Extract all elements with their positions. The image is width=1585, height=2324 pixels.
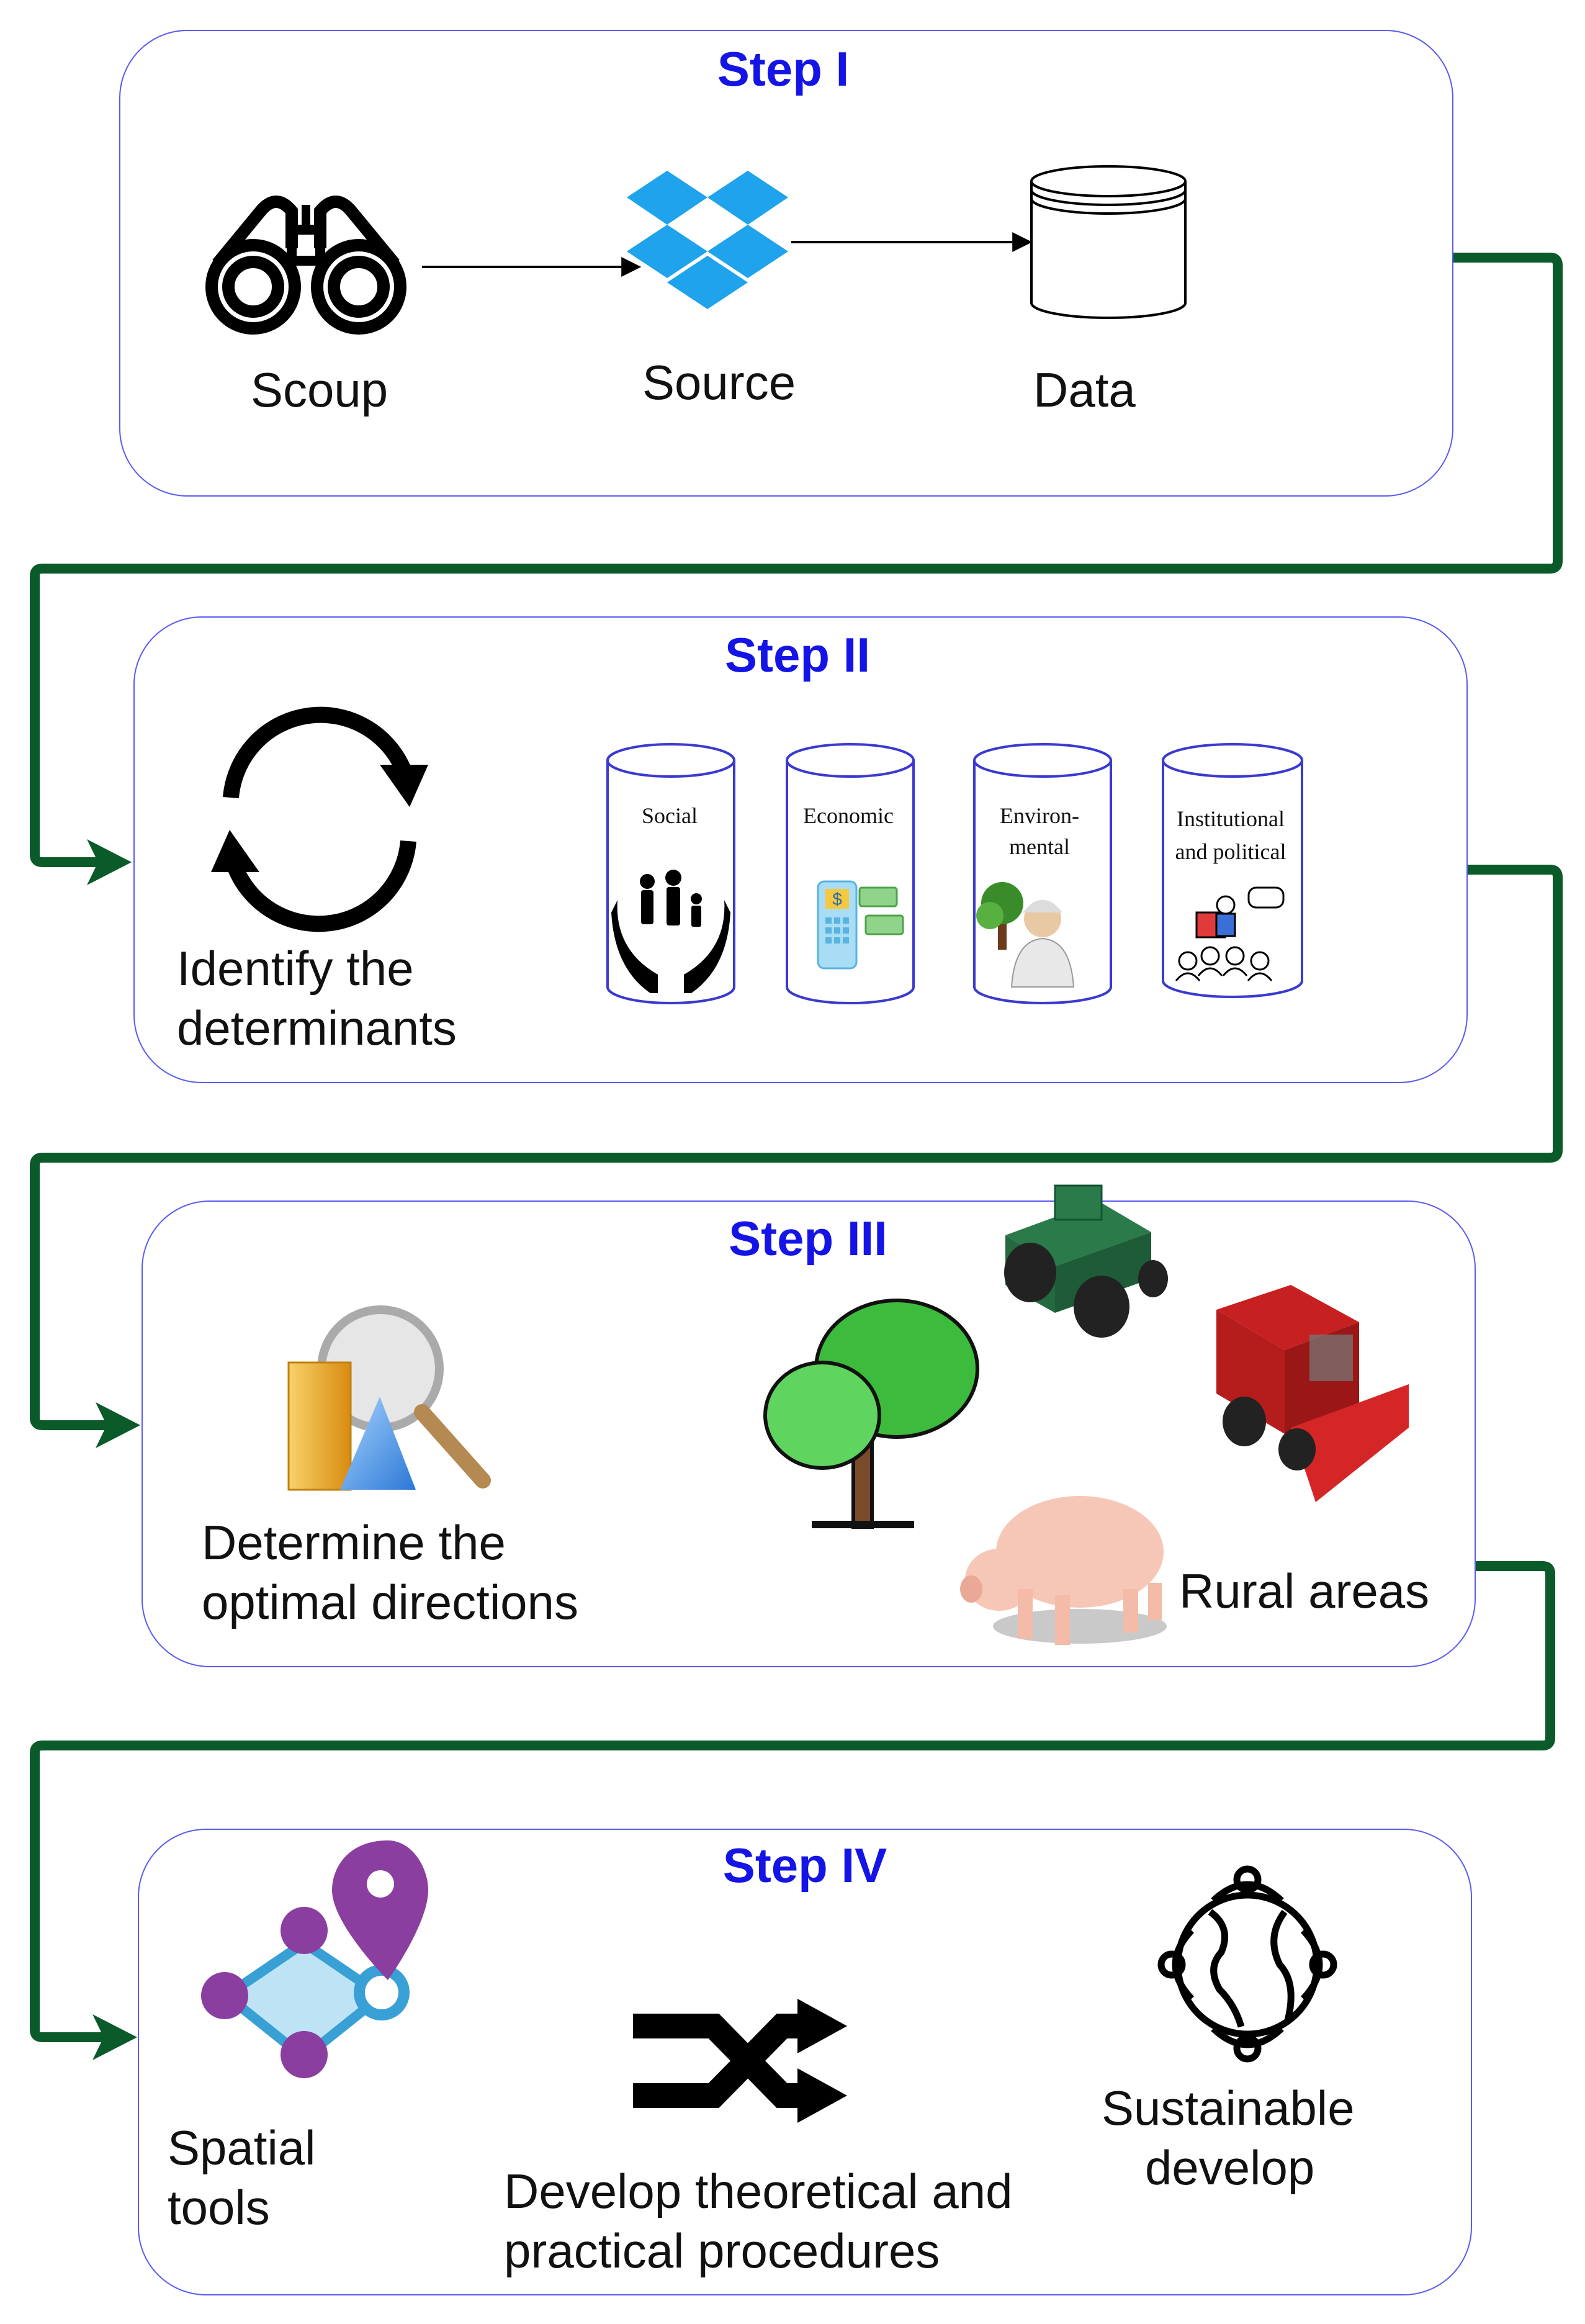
cylinder-social	[606, 743, 735, 1004]
connector-2-3	[30, 865, 1563, 1430]
speaker-audience-icon	[1175, 886, 1285, 981]
svg-text:$: $	[832, 890, 842, 909]
procedures-label-line2: practical procedures	[504, 2223, 940, 2278]
pig-icon	[960, 1496, 1167, 1645]
database-icon	[1030, 165, 1187, 319]
refresh-arrowhead-top	[380, 765, 428, 807]
combine-harvester-icon	[1216, 1285, 1409, 1502]
shuffle-arrows-icon	[633, 2014, 810, 2108]
identify-label-line2: determinants	[177, 1001, 457, 1055]
refresh-cycle-icon	[223, 706, 416, 932]
payment-terminal-icon: $	[817, 880, 904, 970]
step-1-title: Step I	[717, 42, 850, 96]
connector-2-3-arrowhead	[96, 1402, 140, 1448]
binoculars-icon	[205, 196, 406, 335]
step-4-title: Step IV	[722, 1838, 887, 1893]
scoup-label: Scoup	[251, 363, 388, 417]
determine-label-line1: Determine the	[202, 1515, 506, 1570]
cylinder-economic-label: Economic	[803, 803, 894, 828]
shuffle-arrowhead-top	[797, 1999, 847, 2053]
map-pin-polygon-icon	[201, 1840, 428, 2078]
identify-label-line1: Identify the	[177, 941, 414, 996]
cylinder-institutional-label-line1: Institutional	[1177, 806, 1285, 831]
source-label: Source	[642, 355, 796, 410]
tractor-icon	[1004, 1184, 1168, 1338]
refresh-arrowhead-bottom	[211, 830, 259, 872]
shuffle-arrowhead-bottom	[797, 2068, 847, 2123]
procedures-label-line1: Develop theoretical and	[504, 2164, 1013, 2218]
cylinder-environmental-label-line1: Environ-	[1000, 803, 1079, 828]
tree-icon	[763, 1299, 979, 1529]
connector-1-2	[30, 253, 1563, 867]
family-hands-icon	[611, 870, 730, 993]
connector-3-4-arrowhead	[92, 2014, 137, 2060]
spatial-tools-label-line2: tools	[168, 2180, 270, 2235]
cylinder-social-label: Social	[642, 803, 698, 828]
search-analysis-icon	[287, 1305, 491, 1491]
sustainable-label-line2: develop	[1145, 2140, 1315, 2195]
environmentalist-icon	[976, 882, 1075, 988]
cylinder-institutional-label-line2: and political	[1175, 839, 1286, 864]
rural-areas-label: Rural areas	[1179, 1564, 1430, 1618]
cylinder-environmental-label-line2: mental	[1009, 834, 1070, 859]
step-3-title: Step III	[729, 1211, 887, 1266]
step-2-title: Step II	[724, 628, 871, 682]
determine-label-line2: optimal directions	[202, 1575, 578, 1629]
sustainable-label-line1: Sustainable	[1102, 2081, 1355, 2135]
cylinder-environmental	[973, 743, 1112, 1004]
connector-3-4	[30, 1561, 1555, 2042]
dropbox-icon	[627, 171, 788, 309]
globe-people-icon	[1157, 1865, 1337, 2063]
spatial-tools-label-line1: Spatial	[168, 2120, 316, 2175]
connector-1-2-arrowhead	[87, 839, 132, 885]
data-label: Data	[1033, 363, 1136, 417]
